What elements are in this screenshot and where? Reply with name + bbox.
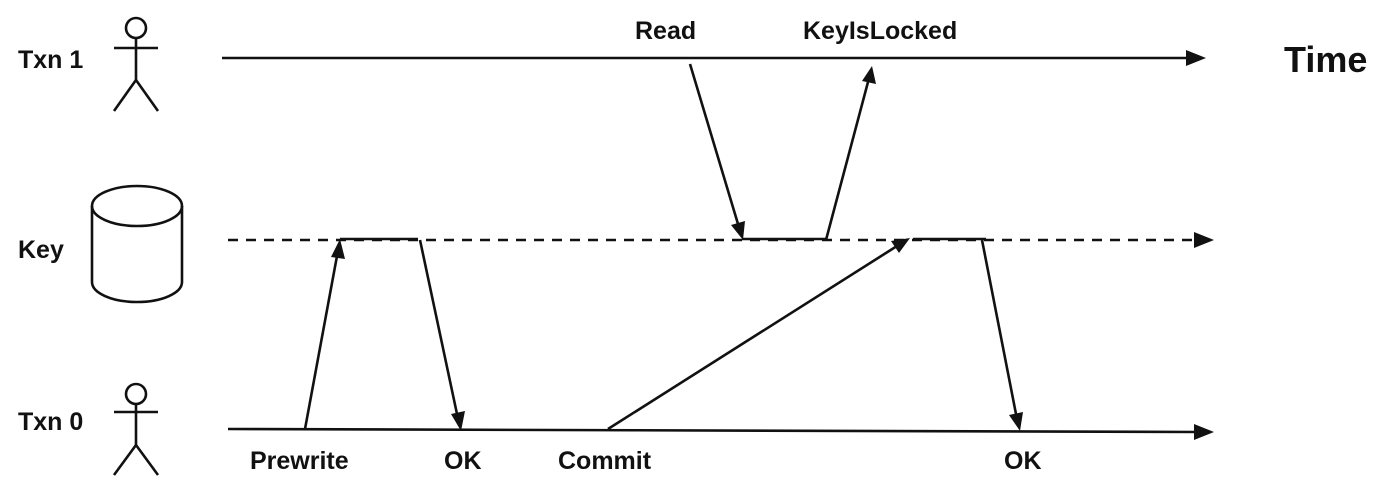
read-label: Read [635, 17, 696, 45]
txn0-timeline [227, 424, 1214, 440]
key-database-icon [90, 184, 184, 304]
lane-label-txn1: Txn 1 [18, 46, 83, 74]
prewrite-ok-label: OK [444, 447, 482, 475]
time-axis-label: Time [1284, 39, 1367, 80]
txn0-person-icon [112, 382, 160, 476]
key-is-locked-arrow [824, 66, 876, 241]
prewrite-label: Prewrite [250, 447, 349, 475]
txn1-timeline [222, 50, 1206, 66]
commit-ok-label: OK [1004, 447, 1042, 475]
commit-ok-arrow [980, 239, 1023, 431]
prewrite-arrow [303, 239, 345, 430]
lane-label-txn0: Txn 0 [18, 408, 83, 436]
commit-label: Commit [558, 447, 652, 475]
commit-arrow [607, 238, 910, 431]
txn1-person-icon [112, 16, 160, 112]
key-timeline [228, 232, 1214, 248]
read-arrow [688, 63, 745, 240]
key-is-locked-label: KeyIsLocked [803, 17, 957, 45]
prewrite-ok-arrow [418, 239, 465, 431]
lane-label-key: Key [18, 236, 64, 264]
